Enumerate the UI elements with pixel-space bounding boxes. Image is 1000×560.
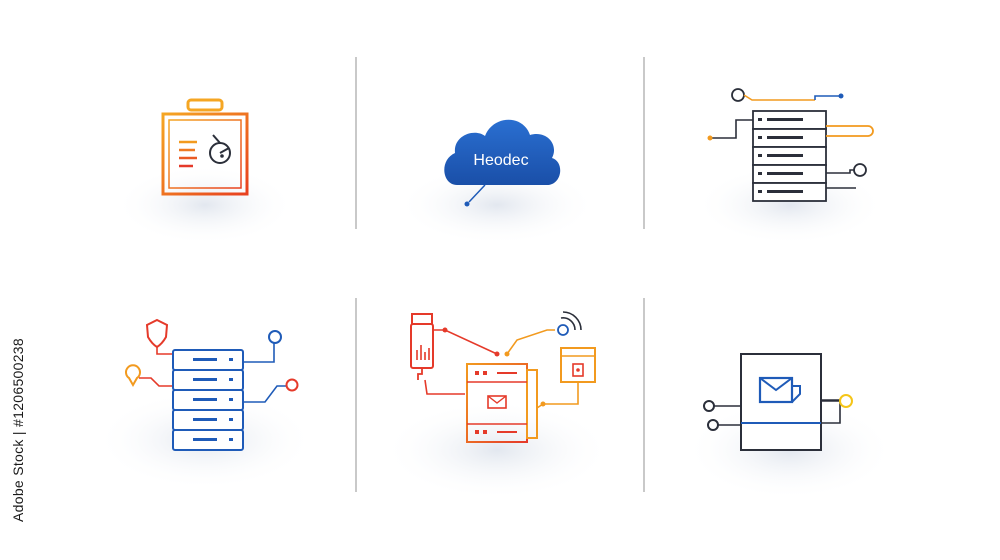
divider-top-left bbox=[355, 57, 357, 229]
stock-watermark: Adobe Stock | #1206500238 bbox=[6, 310, 30, 550]
divider-bottom-right bbox=[643, 298, 645, 492]
network-device-icon bbox=[382, 311, 612, 500]
stock-watermark-text: Adobe Stock | #1206500238 bbox=[10, 338, 26, 522]
secure-server-icon bbox=[95, 318, 315, 490]
cloud-icon: Heodec bbox=[397, 119, 597, 245]
cloud-label: Heodec bbox=[473, 152, 528, 169]
divider-top-right bbox=[643, 57, 645, 229]
clipboard-report-icon bbox=[115, 98, 295, 245]
cell-mail-box bbox=[640, 290, 940, 540]
mail-box-icon bbox=[685, 353, 895, 500]
cell-server-rack bbox=[640, 20, 940, 270]
cell-secure-server bbox=[55, 290, 355, 540]
cell-network-device bbox=[347, 290, 647, 540]
divider-bottom-left bbox=[355, 298, 357, 492]
server-rack-icon bbox=[695, 88, 885, 245]
cell-cloud: Heodec bbox=[347, 20, 647, 270]
cell-clipboard bbox=[55, 20, 355, 270]
